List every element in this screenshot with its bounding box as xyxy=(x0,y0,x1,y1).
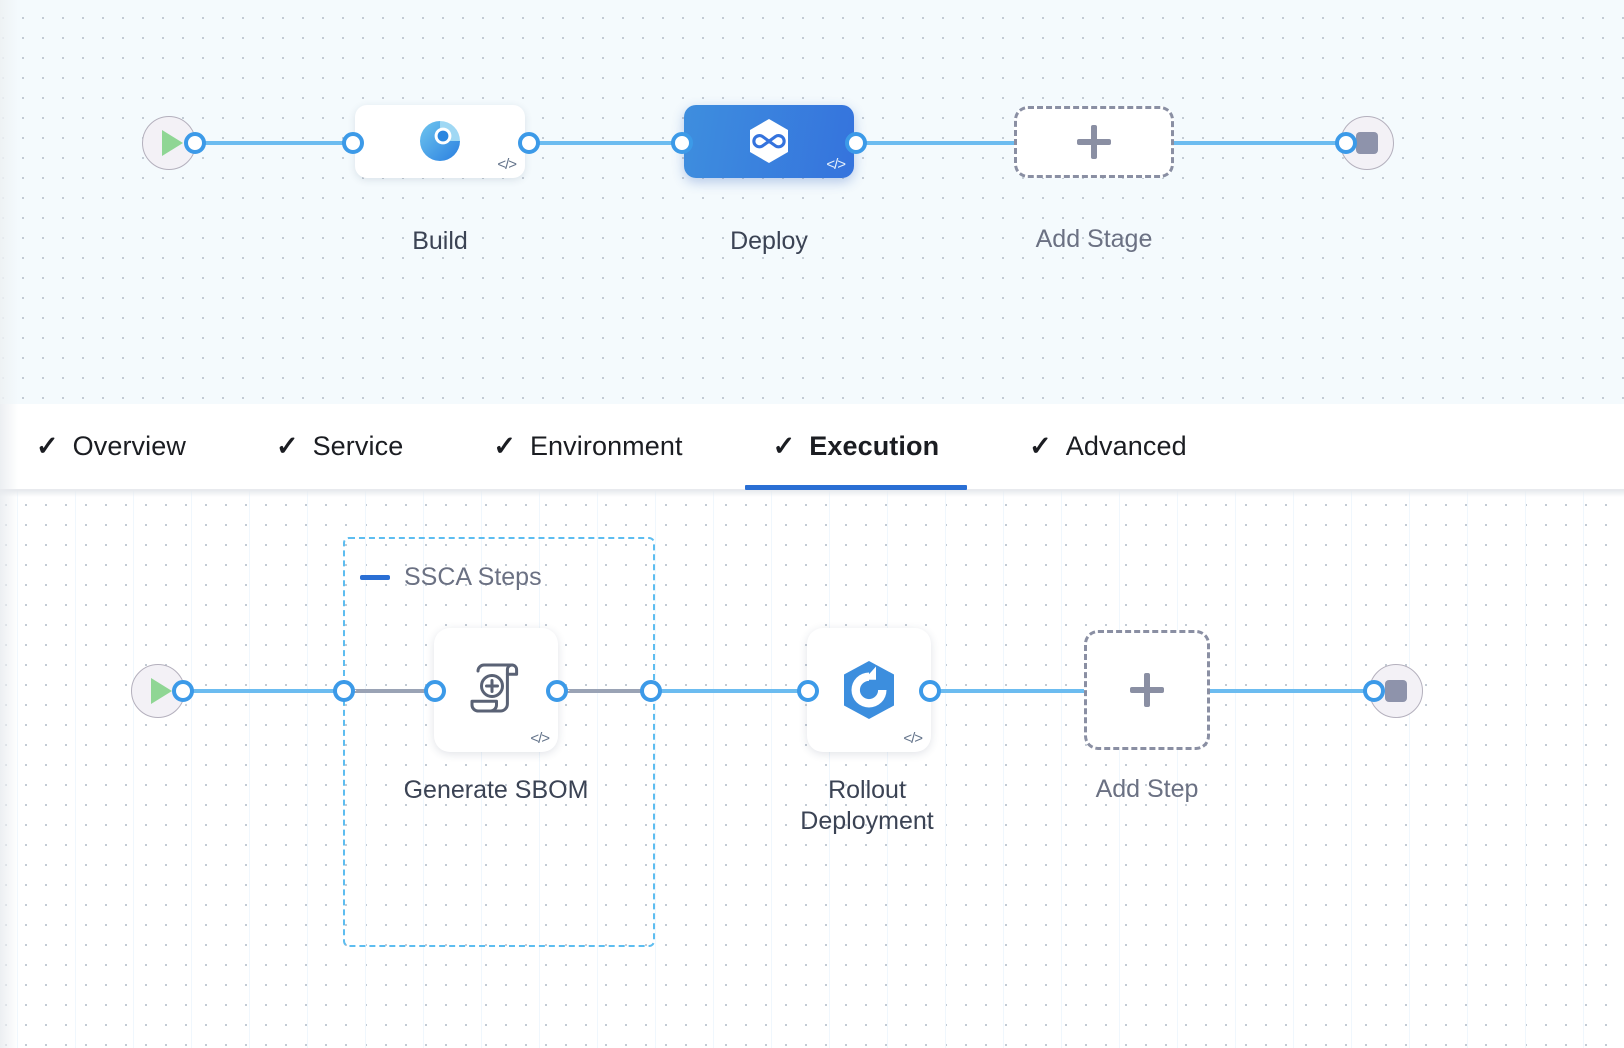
code-badge-icon: </> xyxy=(497,156,517,173)
stage-connector-deploy-addstage xyxy=(846,141,1028,145)
step-connector-sbom-group-out xyxy=(565,689,651,693)
step-label-generate-sbom: Generate SBOM xyxy=(403,776,589,804)
pipeline-start-node[interactable] xyxy=(142,116,196,170)
step-port-sbom-out[interactable] xyxy=(546,680,568,702)
execution-start-node[interactable] xyxy=(131,664,185,718)
step-port-group-in[interactable] xyxy=(333,680,355,702)
k8s-rollout-icon xyxy=(844,661,894,719)
tab-service[interactable]: ✓ Service xyxy=(270,404,409,490)
stage-connector-start-build xyxy=(186,141,361,145)
step-connector-group-rollout xyxy=(650,689,816,693)
add-step-label: Add Step xyxy=(1095,775,1199,803)
ci-build-icon xyxy=(420,120,460,161)
add-stage-button[interactable] xyxy=(1014,106,1174,178)
stage-port-start-out[interactable] xyxy=(184,132,206,154)
tab-label-execution: Execution xyxy=(809,431,940,461)
check-icon: ✓ xyxy=(1029,431,1052,461)
stage-port-deploy-in[interactable] xyxy=(671,132,693,154)
stage-port-build-in[interactable] xyxy=(342,132,364,154)
stage-label-deploy: Deploy xyxy=(730,227,808,255)
step-connector-rollout-addstep xyxy=(930,689,1090,693)
step-port-sbom-in[interactable] xyxy=(424,680,446,702)
plus-icon xyxy=(1077,125,1111,159)
step-port-start-out[interactable] xyxy=(172,680,194,702)
pipeline-stages-canvas[interactable]: </> Build </> Deploy Add Stage xyxy=(0,0,1624,418)
stage-card-deploy[interactable]: </> xyxy=(684,105,854,178)
step-connector-group-in-sbom xyxy=(352,689,436,693)
play-icon xyxy=(150,678,172,704)
stage-port-deploy-out[interactable] xyxy=(845,132,867,154)
code-badge-icon: </> xyxy=(903,730,923,747)
tab-execution[interactable]: ✓ Execution xyxy=(744,404,967,490)
step-port-group-out[interactable] xyxy=(640,680,662,702)
add-step-button[interactable] xyxy=(1084,630,1210,750)
stage-label-build: Build xyxy=(412,227,468,255)
tab-advanced[interactable]: ✓ Advanced xyxy=(1023,404,1193,490)
check-icon: ✓ xyxy=(275,431,299,461)
stage-port-build-out[interactable] xyxy=(518,132,540,154)
collapse-minus-icon[interactable] xyxy=(360,575,390,580)
step-connector-start-group xyxy=(174,689,350,693)
stage-port-end-in[interactable] xyxy=(1335,132,1357,154)
step-port-end-in[interactable] xyxy=(1363,680,1385,702)
stage-connector-addstage-end xyxy=(1160,141,1356,145)
step-label-rollout-deployment: Rollout Deployment xyxy=(800,776,934,836)
plus-icon xyxy=(1130,673,1164,707)
step-card-generate-sbom[interactable]: </> xyxy=(434,628,558,752)
stop-icon xyxy=(1385,680,1407,702)
cd-deploy-icon xyxy=(750,118,788,163)
stop-icon xyxy=(1356,132,1378,154)
add-stage-label: Add Stage xyxy=(1035,225,1153,253)
stage-card-build[interactable]: </> xyxy=(355,105,525,178)
play-icon xyxy=(161,130,183,156)
sbom-scroll-plus-icon xyxy=(470,663,519,713)
step-card-rollout-deployment[interactable]: </> xyxy=(807,628,931,752)
step-connector-addstep-end xyxy=(1205,689,1385,693)
ssca-steps-group[interactable] xyxy=(343,537,655,947)
step-port-rollout-in[interactable] xyxy=(797,680,819,702)
code-badge-icon: </> xyxy=(530,730,550,747)
ssca-steps-group-header[interactable]: SSCA Steps xyxy=(360,563,542,592)
stage-connector-build-deploy xyxy=(520,141,700,145)
code-badge-icon: </> xyxy=(826,156,846,173)
tab-label-advanced: Advanced xyxy=(1065,431,1187,461)
tab-label-overview: Overview xyxy=(72,431,186,461)
tab-label-environment: Environment xyxy=(529,431,683,461)
check-icon: ✓ xyxy=(493,431,516,461)
tab-overview[interactable]: ✓ Overview xyxy=(30,404,192,490)
check-icon: ✓ xyxy=(36,431,59,461)
check-icon: ✓ xyxy=(772,431,796,461)
stage-config-tabs: ✓ Overview ✓ Service ✓ Environment ✓ Exe… xyxy=(0,404,1624,490)
step-port-rollout-out[interactable] xyxy=(919,680,941,702)
ssca-steps-group-title: SSCA Steps xyxy=(404,563,542,591)
tab-label-service: Service xyxy=(312,431,404,461)
execution-steps-canvas[interactable]: SSCA Steps </> Generate SBOM xyxy=(0,490,1624,1048)
tab-environment[interactable]: ✓ Environment xyxy=(487,404,688,490)
